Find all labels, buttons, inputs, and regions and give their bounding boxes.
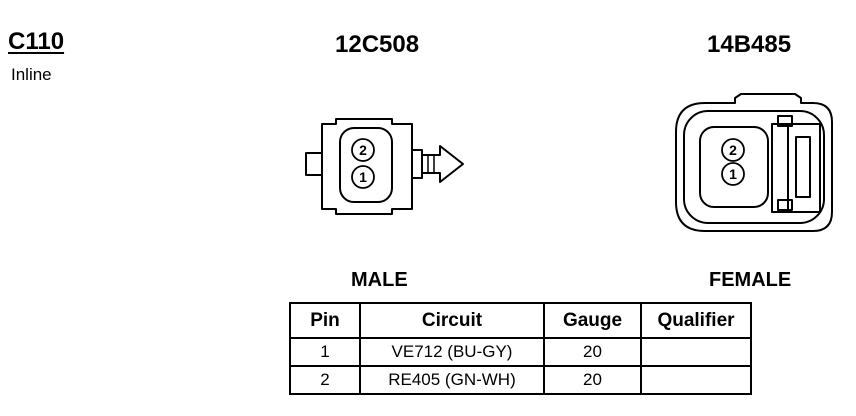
- cell-qualifier: [640, 337, 752, 367]
- cell-pin: 2: [289, 365, 361, 395]
- female-label: FEMALE: [709, 269, 792, 291]
- female-pin-2: 2: [721, 138, 745, 162]
- cell-circuit: RE405 (GN-WH): [359, 365, 545, 395]
- cell-gauge: 20: [543, 365, 642, 395]
- male-pin-2: 2: [351, 138, 375, 162]
- connector-id: C110: [8, 28, 65, 55]
- female-part-number: 14B485: [707, 31, 792, 58]
- male-pin-1-label: 1: [359, 169, 367, 185]
- male-part-number: 12C508: [335, 31, 420, 58]
- male-pin-2-label: 2: [359, 142, 367, 158]
- female-pin-1: 1: [721, 162, 745, 186]
- header-qualifier: Qualifier: [640, 302, 752, 339]
- male-connector-diagram: 2 1: [305, 118, 464, 215]
- male-label: MALE: [351, 269, 408, 291]
- female-pin-1-label: 1: [729, 166, 737, 182]
- cell-circuit: VE712 (BU-GY): [359, 337, 545, 367]
- table-row: 2 RE405 (GN-WH) 20: [289, 365, 752, 395]
- header-gauge: Gauge: [543, 302, 642, 339]
- female-connector-diagram: 2 1: [675, 93, 833, 232]
- table-header-row: Pin Circuit Gauge Qualifier: [289, 302, 752, 339]
- cell-qualifier: [640, 365, 752, 395]
- header-pin: Pin: [289, 302, 361, 339]
- pinout-table: Pin Circuit Gauge Qualifier 1 VE712 (BU-…: [289, 302, 752, 395]
- connector-type: Inline: [11, 65, 52, 84]
- cell-pin: 1: [289, 337, 361, 367]
- male-pin-1: 1: [351, 165, 375, 189]
- cell-gauge: 20: [543, 337, 642, 367]
- table-row: 1 VE712 (BU-GY) 20: [289, 337, 752, 367]
- female-pin-2-label: 2: [729, 142, 737, 158]
- header-circuit: Circuit: [359, 302, 545, 339]
